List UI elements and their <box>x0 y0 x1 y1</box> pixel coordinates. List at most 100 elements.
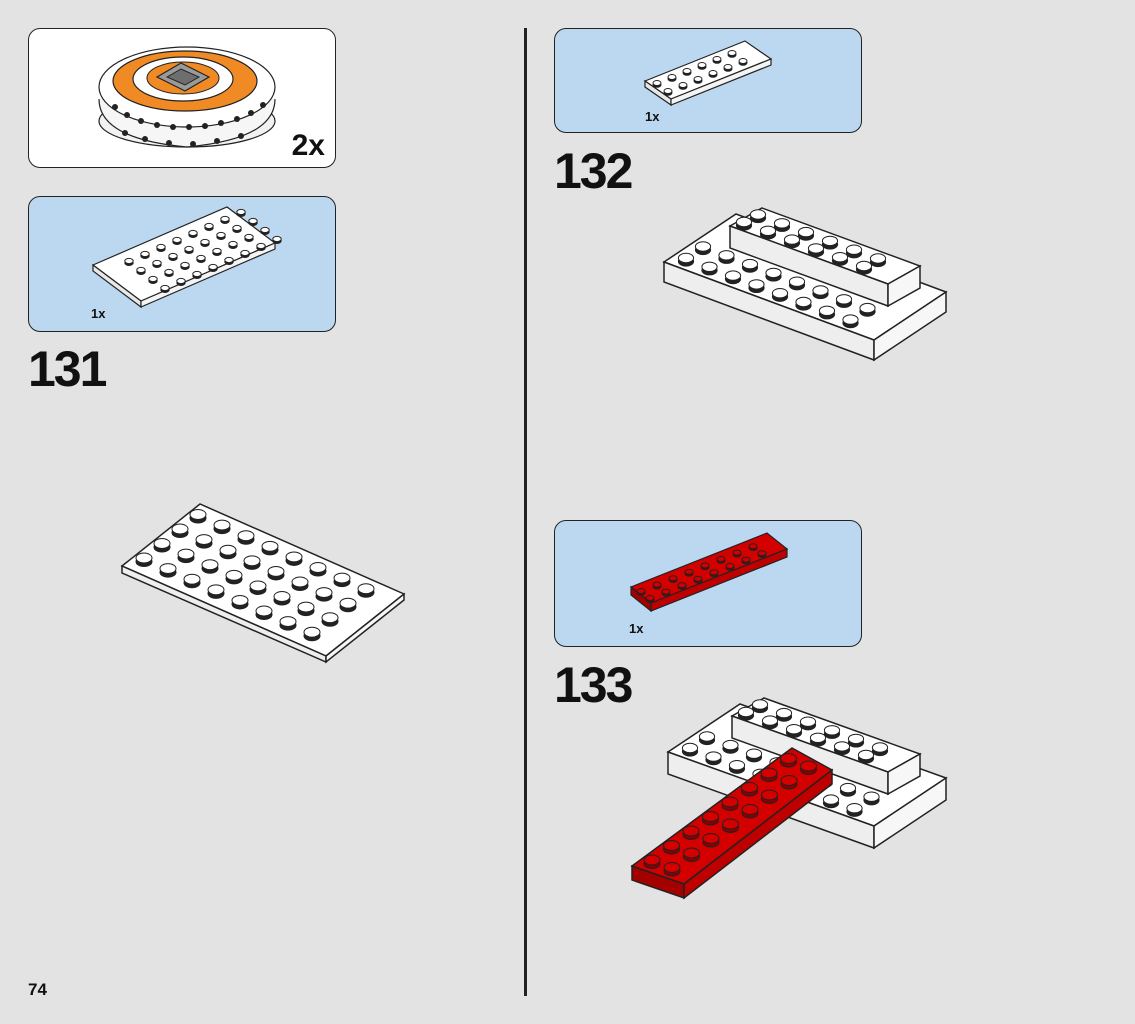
stud-top <box>700 562 710 569</box>
stud-top <box>761 715 779 726</box>
stud-top <box>821 235 839 247</box>
stud-top <box>172 236 182 244</box>
stud-top <box>683 847 700 859</box>
stud-top <box>682 825 700 837</box>
stud-top <box>705 751 722 762</box>
stud-top <box>668 575 678 582</box>
stud-top <box>315 587 333 599</box>
stud-top <box>188 229 198 237</box>
stud-top <box>663 840 680 851</box>
step-number-132: 132 <box>554 143 633 199</box>
stud-top <box>677 582 687 589</box>
stud-top <box>136 266 146 274</box>
stud-top <box>164 268 174 276</box>
stud-top <box>807 243 825 254</box>
stud-top <box>718 250 735 261</box>
stud-top <box>857 749 875 761</box>
stud-top <box>795 296 812 308</box>
stud-top <box>735 216 753 228</box>
stud-top <box>780 775 798 786</box>
stud-top <box>160 284 170 292</box>
stud-top <box>256 242 266 250</box>
parts-callout-131: 1x <box>28 196 336 332</box>
stud-top <box>847 733 865 745</box>
stud-top <box>684 568 694 575</box>
stud-top <box>204 222 214 230</box>
stud-top <box>652 581 662 588</box>
subassembly-quantity: 2x <box>291 129 325 162</box>
stud-top <box>321 612 339 624</box>
stud-top <box>243 555 261 567</box>
stud-top <box>255 605 273 617</box>
stud-top <box>721 796 739 808</box>
stud-top <box>184 245 194 253</box>
stud-top <box>224 256 234 264</box>
stud-top <box>236 208 246 216</box>
stud-top <box>237 530 255 542</box>
stud-top <box>152 259 162 267</box>
stud-top <box>785 723 803 735</box>
stud-top <box>842 314 859 325</box>
stud-top <box>677 252 695 264</box>
stud-top <box>177 548 195 560</box>
stud-top <box>663 862 681 873</box>
stud-top <box>232 224 242 232</box>
stud-top <box>267 565 285 577</box>
stud-top <box>148 275 158 283</box>
stud-top <box>863 791 880 802</box>
stud-top <box>823 725 841 736</box>
stud-top <box>780 753 797 764</box>
stud-top <box>213 519 231 531</box>
stud-top <box>195 534 213 546</box>
stud-top <box>773 218 791 229</box>
stud-top <box>741 782 758 793</box>
stud-top <box>196 254 206 262</box>
part-quantity-132: 1x <box>645 109 660 124</box>
stud-top <box>818 305 836 317</box>
stud-top <box>716 556 726 562</box>
stud-top <box>701 261 718 273</box>
stud-top <box>759 225 777 237</box>
stud-top <box>855 260 873 272</box>
stud-top <box>667 74 677 80</box>
stud-top <box>260 226 270 234</box>
stud-top <box>339 597 357 609</box>
step-number-133: 133 <box>554 657 633 713</box>
stud-top <box>208 263 218 271</box>
stud-top <box>822 794 840 805</box>
stud-top <box>212 247 222 255</box>
stud-top <box>333 572 351 584</box>
plate-2x8-red-icon <box>629 532 789 613</box>
stud-top <box>869 253 887 264</box>
stud-top <box>682 68 692 74</box>
plate-4x8-white-icon <box>91 206 282 309</box>
step-number-131: 131 <box>28 341 107 397</box>
stud-top <box>741 556 751 563</box>
part-quantity-133: 1x <box>629 621 644 636</box>
stud-top <box>702 833 720 844</box>
stud-top <box>738 58 748 64</box>
stud-top <box>741 804 759 815</box>
stud-top <box>839 782 857 794</box>
stud-top <box>192 270 202 278</box>
stud-top <box>261 540 279 552</box>
stud-top <box>240 249 250 257</box>
stud-top <box>140 250 150 258</box>
stud-top <box>297 601 315 613</box>
stud-top <box>200 238 210 246</box>
stud-top <box>249 580 267 592</box>
step-131-model <box>120 503 406 664</box>
stud-top <box>728 759 746 771</box>
page-number: 74 <box>28 980 47 999</box>
parts-callout-132: 1x <box>554 28 862 133</box>
plate-2x6-white-icon <box>643 40 773 107</box>
stud-top <box>709 569 719 576</box>
stud-top <box>751 699 769 710</box>
parts-callout-133: 1x <box>554 520 862 647</box>
stud-top <box>273 591 291 602</box>
stud-top <box>702 811 719 822</box>
column-divider <box>524 28 527 996</box>
stud-top <box>708 70 718 76</box>
stud-top <box>216 231 226 239</box>
